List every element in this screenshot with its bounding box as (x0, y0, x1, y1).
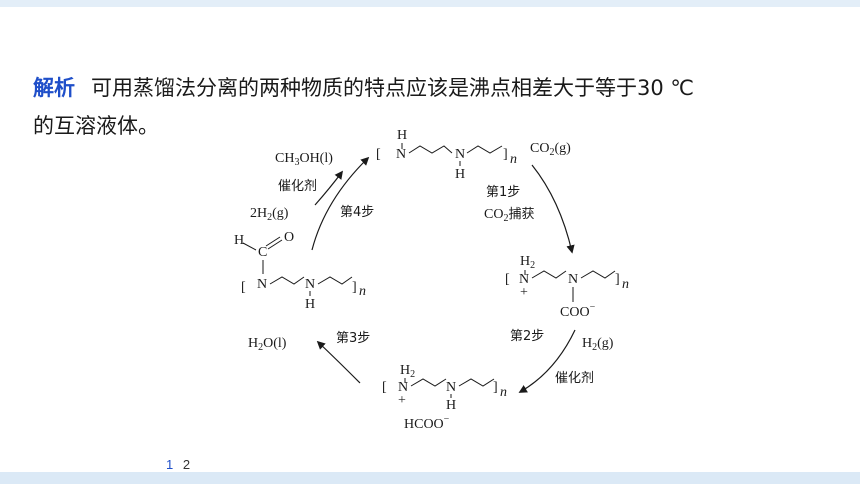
top-subscript-n: n (510, 152, 517, 167)
step1-arrow (531, 164, 575, 254)
step3-arrow (316, 340, 361, 384)
explanation-paragraph: 解析可用蒸馏法分离的两种物质的特点应该是沸点相差大于等于30 ℃ 的互溶液体。 (33, 69, 833, 145)
bottom-n2: N (446, 380, 456, 395)
right-subscript-n: n (622, 277, 629, 292)
left-n1: N (257, 277, 267, 292)
bottom-plus-charge: + (398, 393, 406, 408)
bottom-left-bracket: [ (382, 380, 387, 395)
explanation-keyword: 解析 (33, 76, 75, 100)
right-plus-charge: + (520, 285, 528, 300)
step4-product-arrow (314, 170, 344, 206)
top-h-atom: H (397, 128, 407, 143)
top-n-left: N (396, 147, 406, 162)
top-polymer-structure: H [ N N H ] n (376, 128, 517, 182)
step4-reagent: 2H2(g) (250, 206, 289, 223)
right-right-bracket: ] (615, 272, 620, 287)
step3-label: 第3步 (336, 331, 370, 346)
top-h-mid: H (455, 167, 465, 182)
right-n-plus: N (519, 272, 529, 287)
top-left-bracket: [ (376, 147, 381, 162)
top-decor-band (0, 0, 860, 7)
left-left-bracket: [ (241, 280, 246, 295)
bottom-hcoo-group: HCOO− (404, 414, 450, 432)
bottom-decor-band (0, 472, 860, 484)
step1-label: 第1步 (486, 185, 520, 200)
step1-reagent: CO2(g) (530, 141, 571, 158)
step2-reagent: H2(g) (582, 336, 614, 353)
step2-catalyst: 催化剂 (555, 371, 594, 386)
bottom-h2-atom: H2 (400, 363, 415, 380)
bottom-right-bracket: ] (493, 380, 498, 395)
right-n2: N (568, 272, 578, 287)
bottom-subscript-n: n (500, 385, 507, 400)
left-h-atom: H (234, 233, 244, 248)
step4-catalyst: 催化剂 (278, 179, 317, 194)
step2-label: 第2步 (510, 329, 544, 344)
page-link-1[interactable]: 1 (166, 457, 174, 472)
bottom-formate-structure: H2 [ N + N H ] n HCOO− (382, 363, 507, 432)
left-h2-atom: H (305, 297, 315, 312)
right-coo-group: COO− (560, 302, 596, 320)
step4-arrow (311, 156, 370, 251)
explanation-text-2: 的互溶液体。 (33, 114, 159, 138)
step1-desc: CO2捕获 (484, 206, 534, 224)
explanation-text-1: 可用蒸馏法分离的两种物质的特点应该是沸点相差大于等于30 ℃ (91, 76, 694, 100)
right-h2-atom: H2 (520, 254, 535, 271)
step3-product: H2O(l) (248, 336, 287, 353)
bottom-n-plus: N (398, 380, 408, 395)
right-left-bracket: [ (505, 272, 510, 287)
step2-arrow (518, 329, 576, 393)
left-n2: N (305, 277, 315, 292)
step4-product: CH3OH(l) (275, 151, 333, 168)
left-formamide-structure: H C O [ N N H ] n (234, 230, 366, 312)
left-right-bracket: ] (352, 280, 357, 295)
bottom-h-atom: H (446, 398, 456, 413)
left-c-atom: C (258, 245, 267, 260)
top-n-mid: N (455, 147, 465, 162)
left-subscript-n: n (359, 284, 366, 299)
step4-label: 第4步 (340, 205, 374, 220)
left-o-atom: O (284, 230, 294, 245)
page-pagination: 1 2 (166, 457, 196, 472)
right-carbamate-structure: H2 [ N + N ] n COO− (505, 254, 629, 320)
page-link-2[interactable]: 2 (182, 457, 191, 472)
top-right-bracket: ] (503, 147, 508, 162)
explanation-line-1: 解析可用蒸馏法分离的两种物质的特点应该是沸点相差大于等于30 ℃ (33, 69, 833, 107)
